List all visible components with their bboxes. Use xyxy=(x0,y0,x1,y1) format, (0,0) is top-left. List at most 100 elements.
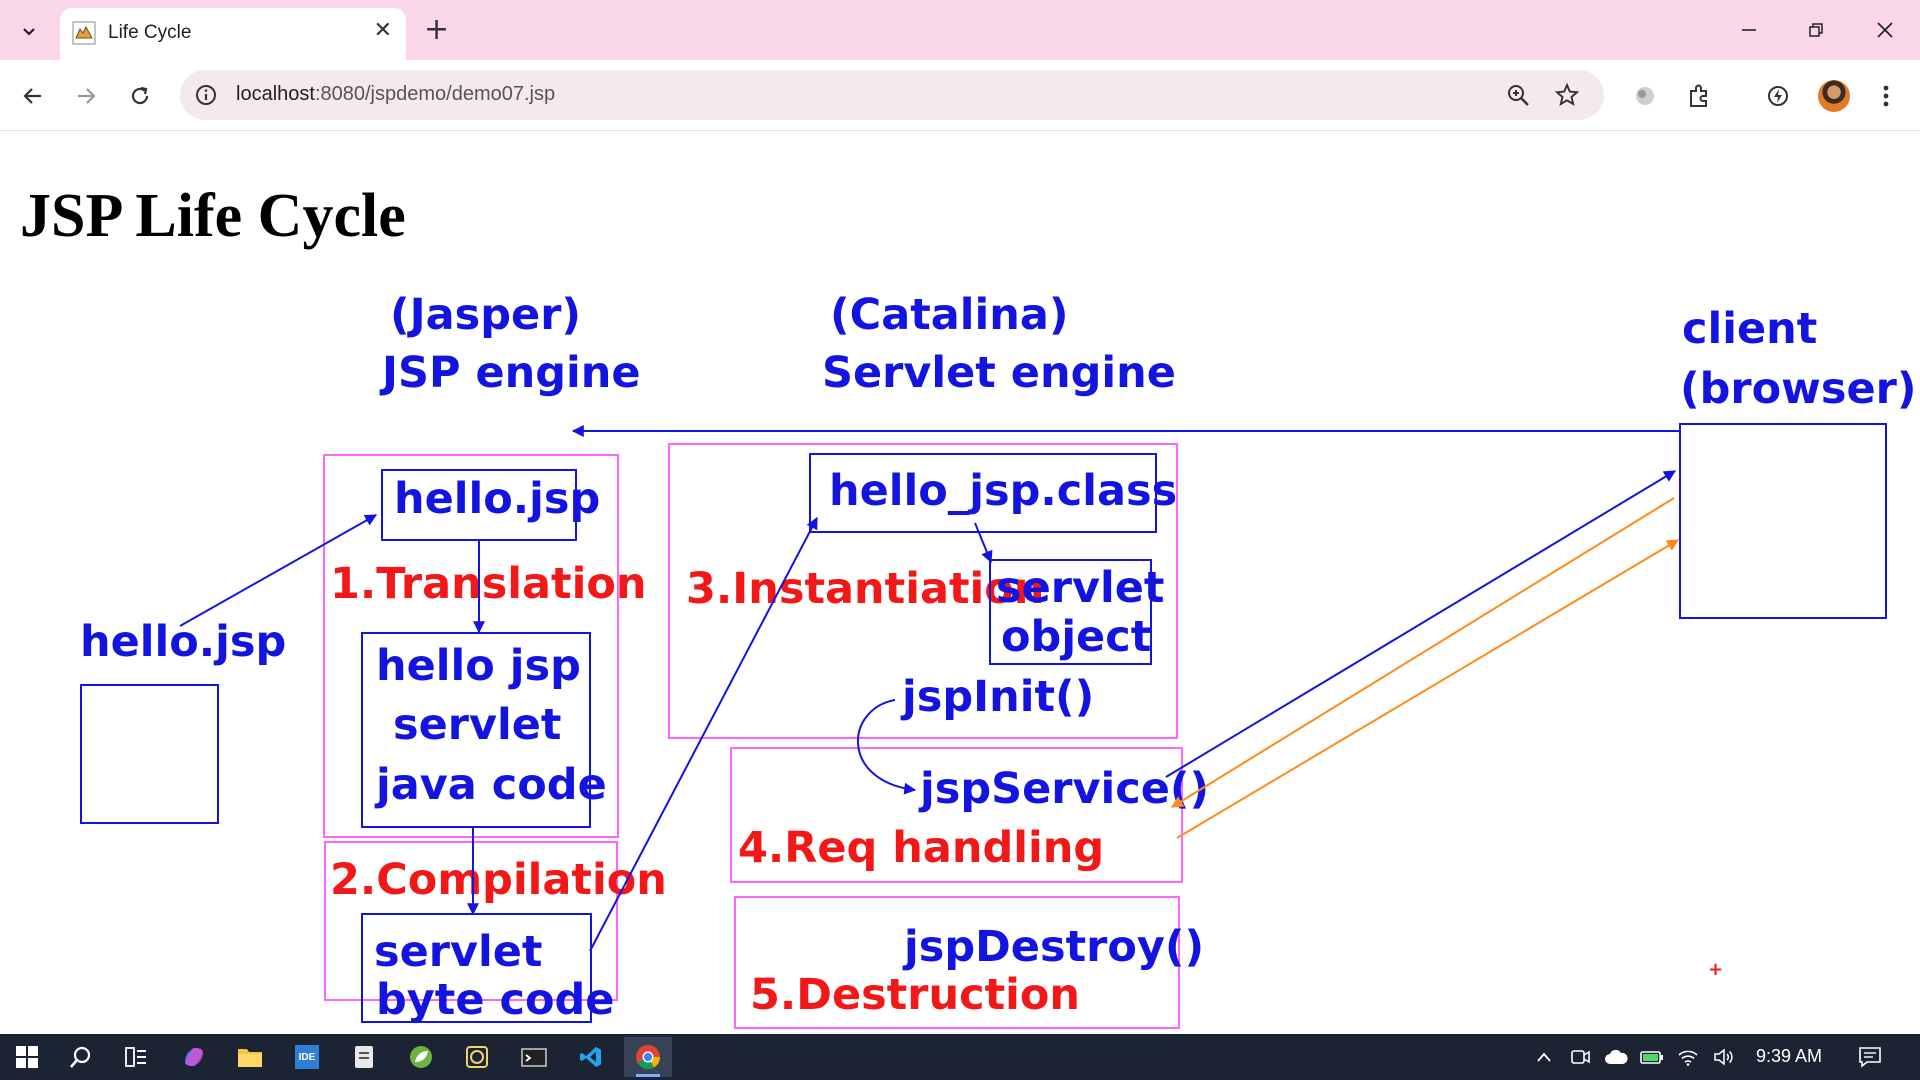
stray-mark: + xyxy=(1708,959,1724,980)
servlet-object-box xyxy=(989,559,1152,665)
minimize-button[interactable] xyxy=(1724,12,1774,48)
terminal-app[interactable] xyxy=(510,1037,558,1077)
notification-center-button[interactable] xyxy=(1858,1046,1882,1068)
method-jsp-service: jspService() xyxy=(920,764,1210,814)
browser-menu-button[interactable] xyxy=(1870,80,1902,112)
vscode-app[interactable] xyxy=(567,1037,615,1077)
tab-close-icon[interactable]: ✕ xyxy=(373,18,392,43)
zoom-icon[interactable] xyxy=(1505,82,1531,108)
file-explorer-app[interactable] xyxy=(226,1037,274,1077)
close-window-button[interactable] xyxy=(1860,12,1910,48)
copilot-icon xyxy=(185,1048,203,1066)
hello-jsp-box-text: hello.jsp xyxy=(394,474,601,524)
vscode-icon xyxy=(580,1047,601,1067)
page-content: JSP Life Cycle (Jasper) JSP engine (Cata… xyxy=(0,131,1920,1034)
restore-icon xyxy=(1809,23,1823,37)
browser-tab[interactable]: Life Cycle ✕ xyxy=(60,8,406,60)
performance-icon xyxy=(1768,86,1788,106)
notification-icon xyxy=(1859,1047,1881,1068)
taskbar-clock[interactable]: 9:39 AM xyxy=(1756,1046,1823,1066)
forward-button[interactable] xyxy=(66,76,106,116)
volume-icon[interactable] xyxy=(1712,1046,1736,1068)
performance-button[interactable] xyxy=(1762,80,1794,112)
eclipse-icon xyxy=(466,1046,488,1068)
step-destruction: 5.Destruction xyxy=(750,970,1081,1020)
spring-tool-app[interactable] xyxy=(397,1037,445,1077)
tab-title: Life Cycle xyxy=(108,22,192,43)
site-info-icon[interactable] xyxy=(194,83,218,107)
hello-jsp-box xyxy=(381,469,577,541)
start-button[interactable] xyxy=(3,1037,51,1077)
meet-now-icon[interactable] xyxy=(1568,1046,1592,1068)
java-line-2: servlet xyxy=(393,700,562,750)
restore-button[interactable] xyxy=(1791,12,1841,48)
step-translation: 1.Translation xyxy=(330,559,647,609)
eclipse-app[interactable] xyxy=(453,1037,501,1077)
label-jsp-engine: JSP engine xyxy=(382,348,641,398)
battery-charging-icon xyxy=(1640,1051,1663,1064)
arrow-client-to-service xyxy=(1170,497,1675,808)
terminal-icon xyxy=(521,1048,547,1067)
byte-line-1: servlet xyxy=(374,927,543,977)
tab-search-button[interactable] xyxy=(12,14,46,48)
label-client: client xyxy=(1682,304,1818,354)
browser-toolbar: localhost:8080/jspdemo/demo07.jsp xyxy=(0,60,1920,131)
destruction-region xyxy=(734,896,1180,1029)
wifi-icon[interactable] xyxy=(1676,1046,1700,1068)
address-bar[interactable]: localhost:8080/jspdemo/demo07.jsp xyxy=(180,70,1604,120)
folder-icon xyxy=(238,1049,262,1067)
url-text[interactable]: localhost:8080/jspdemo/demo07.jsp xyxy=(236,83,556,105)
label-servlet-engine: Servlet engine xyxy=(822,348,1176,398)
tomcat-favicon-icon xyxy=(72,21,96,45)
reload-button[interactable] xyxy=(120,76,160,116)
back-button[interactable] xyxy=(13,76,53,116)
bookmark-star-icon[interactable] xyxy=(1554,82,1580,108)
tab-strip: Life Cycle ✕ + xyxy=(0,0,1920,60)
profile-avatar[interactable] xyxy=(1818,80,1850,112)
extension-button[interactable] xyxy=(1629,80,1661,112)
reload-icon xyxy=(131,86,149,105)
task-view-icon xyxy=(125,1047,146,1067)
close-icon xyxy=(1877,22,1893,38)
step-request-handling: 4.Req handling xyxy=(738,823,1105,873)
speaker-icon xyxy=(1714,1048,1733,1066)
chrome-app[interactable] xyxy=(624,1037,672,1077)
back-arrow-icon xyxy=(23,88,41,104)
new-tab-button[interactable]: + xyxy=(424,12,450,47)
label-browser: (browser) xyxy=(1680,364,1917,414)
servlet-object-line-1: servlet xyxy=(996,563,1165,613)
java-line-3: java code xyxy=(376,760,607,810)
copilot-app[interactable] xyxy=(170,1037,218,1077)
chrome-icon xyxy=(636,1045,660,1070)
chevron-down-icon xyxy=(23,28,35,36)
document-icon xyxy=(355,1046,373,1068)
method-jsp-init: jspInit() xyxy=(902,672,1095,722)
kebab-menu-icon xyxy=(1883,85,1889,107)
search-icon xyxy=(70,1046,91,1068)
camera-icon xyxy=(1571,1050,1590,1064)
wifi-signal-icon xyxy=(1678,1050,1698,1066)
ide-app[interactable]: IDE xyxy=(283,1037,331,1077)
byte-line-2: byte code xyxy=(376,975,615,1025)
servlet-object-line-2: object xyxy=(1001,612,1152,662)
windows-logo-icon xyxy=(16,1046,38,1068)
label-jasper: (Jasper) xyxy=(390,290,582,340)
onedrive-icon[interactable] xyxy=(1604,1046,1628,1068)
page-heading: JSP Life Cycle xyxy=(20,182,406,250)
battery-icon[interactable] xyxy=(1640,1046,1664,1068)
spring-leaf-icon xyxy=(410,1046,432,1068)
extensions-menu-button[interactable] xyxy=(1683,80,1715,112)
show-hidden-icons-button[interactable] xyxy=(1532,1046,1556,1068)
chevron-up-icon xyxy=(1537,1052,1551,1062)
minimize-icon xyxy=(1742,29,1756,31)
extension-puzzle-icon xyxy=(1636,87,1654,105)
notepad-app[interactable] xyxy=(340,1037,388,1077)
hello-jsp-file-box xyxy=(80,684,219,824)
method-jsp-destroy: jspDestroy() xyxy=(904,922,1205,972)
client-browser-box xyxy=(1679,423,1887,619)
label-catalina: (Catalina) xyxy=(830,290,1069,340)
task-view-button[interactable] xyxy=(112,1037,160,1077)
taskbar-search-button[interactable] xyxy=(57,1037,105,1077)
java-line-1: hello jsp xyxy=(376,641,581,691)
class-file-text: hello_jsp.class xyxy=(829,466,1178,516)
